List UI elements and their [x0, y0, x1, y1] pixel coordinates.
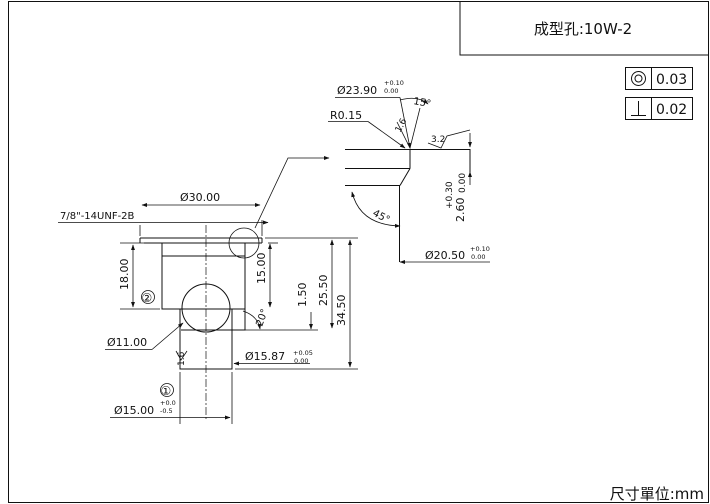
len-15-dim: 15.00 [255, 253, 268, 285]
thread-label: 7/8"-14UNF-2B [60, 211, 135, 222]
od-lower-dim: Ø20.50 [425, 249, 465, 262]
len-2550-dim: 25.50 [317, 275, 330, 307]
od-lower-tol-lower: 0.00 [471, 253, 485, 261]
concentricity-icon [631, 71, 646, 86]
marker-1: ① [161, 384, 172, 398]
tolerance-frame-concentricity: 0.03 [625, 67, 693, 90]
radius-label: R0.15 [330, 109, 362, 122]
angle-top-label: 15° [412, 96, 431, 110]
dia-15-dim: Ø15.00 [114, 404, 154, 417]
od-lower-tol-upper: +0.10 [470, 245, 490, 253]
sheet-border [8, 1, 709, 503]
dia-15-tol-upper: +0.0 [160, 399, 176, 407]
top-dia-dim: Ø30.00 [180, 191, 220, 204]
concentricity-value: 0.03 [656, 72, 687, 88]
od-main-tol-lower: 0.00 [384, 87, 398, 95]
od-main-dim: Ø23.90 [337, 84, 377, 97]
height-tol-upper: +0.30 [445, 181, 455, 209]
unit-note: 尺寸單位:mm [610, 485, 704, 503]
title-block: 成型孔:10W-2 [459, 1, 709, 56]
surface-finish-bore: 1.6 [177, 351, 187, 366]
surface-finish-2: 3.2 [431, 135, 445, 145]
detail-view: Ø23.90 +0.10 0.00 15° R0.15 1.6 3.2 +0.3… [328, 79, 490, 264]
len-18-dim: 18.00 [118, 259, 131, 291]
od-main-tol-upper: +0.10 [384, 79, 404, 87]
marker-2: ② [142, 291, 153, 305]
dia-1587-tol-lower: 0.00 [294, 357, 308, 365]
part-view: 20° Ø30.00 7/8"-14UNF-2B 18.00 15.00 1.5… [58, 191, 358, 424]
perpendicularity-value: 0.02 [656, 102, 687, 118]
perpendicularity-icon [631, 101, 646, 116]
dia-15-tol-lower: -0.5 [160, 407, 173, 415]
title-block-label: 成型孔:10W-2 [534, 20, 632, 38]
height-value: 2.60 [454, 198, 467, 223]
dia-1587-tol-upper: +0.05 [293, 349, 313, 357]
dia-11-dim: Ø11.00 [107, 336, 147, 349]
len-3450-dim: 34.50 [335, 295, 348, 327]
height-tol-lower: 0.00 [458, 173, 468, 193]
tolerance-frame-perpendicularity: 0.02 [625, 97, 693, 120]
dia-1587-dim: Ø15.87 [245, 350, 285, 363]
angle-20-label: 20° [254, 308, 270, 328]
detail-leader [254, 156, 330, 229]
len-150-dim: 1.50 [296, 283, 309, 308]
